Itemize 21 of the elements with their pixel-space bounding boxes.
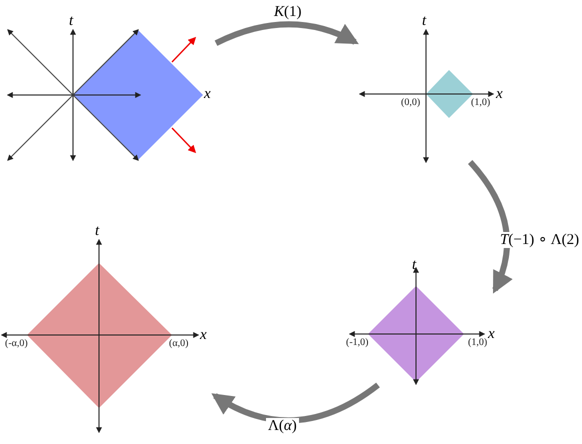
axis-label: x [488, 327, 495, 342]
curved-arrow [214, 21, 359, 46]
coordinate-label: (α,0) [169, 339, 188, 349]
coordinate-label: (-α,0) [5, 339, 28, 349]
coordinate-label: (1,0) [468, 338, 488, 348]
edge-label: Λ(α) [266, 418, 299, 434]
axis-label: t [95, 224, 100, 239]
axis-label: t [412, 258, 416, 273]
edge-label: K(1) [272, 4, 304, 20]
curved-arrow [468, 160, 512, 294]
curved-arrow [211, 382, 380, 424]
axis-label: x [204, 87, 211, 102]
coordinate-label: (-1,0) [346, 338, 368, 348]
axis-label: t [69, 14, 74, 29]
coordinate-label: (1,0) [471, 98, 490, 108]
axis-label: x [496, 87, 503, 102]
axis-label: t [422, 14, 426, 29]
axis-label: x [200, 328, 207, 343]
edge-label: T(−1) ∘ Λ(2) [498, 232, 582, 248]
coordinate-label: (0,0) [401, 98, 420, 108]
spacetime-diagram [345, 258, 495, 385]
